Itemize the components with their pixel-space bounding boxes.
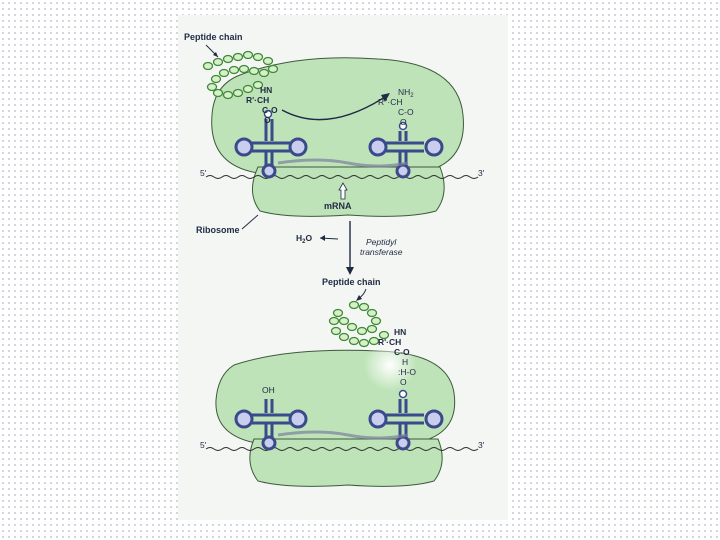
ribosome-pointer: [241, 214, 259, 230]
peptide-chain-bottom: [328, 300, 390, 348]
trna-3prime-end: [263, 109, 273, 119]
chem-oh-bottom: OH: [262, 385, 275, 395]
five-prime-label-bottom: 5': [200, 440, 207, 450]
enzyme-label-line1: Peptidyl: [366, 237, 397, 247]
five-prime-label: 5': [200, 168, 207, 178]
mrna-up-arrow: [338, 182, 348, 200]
three-prime-label: 3': [478, 168, 485, 178]
chem-h-bottom: H: [402, 357, 408, 367]
nucleophilic-attack-arrow: [281, 94, 389, 121]
trna-peptidyl-top: [234, 119, 308, 179]
diagram-frame: Peptide chain HN R'·CH C-O O NH2 R''·CH …: [178, 15, 508, 520]
ribosome-large-subunit-top: [211, 57, 464, 174]
chem-hn-bottom: HN: [394, 327, 406, 337]
mrna-strand-top: [205, 175, 479, 179]
ribosome-large-subunit-bottom: [215, 349, 456, 444]
chem-hoh-bottom: :H-O: [398, 367, 416, 377]
codon-pairing-bottom: [277, 430, 409, 440]
peptide-chain-top: [202, 50, 279, 100]
trna-aminoacyl-top: [368, 131, 444, 179]
chem-rch2: R''·CH: [378, 97, 403, 107]
mrna-strand-bottom: [205, 447, 479, 451]
chem-co2: C-O: [398, 107, 414, 117]
trna-deacylated-bottom: [234, 399, 308, 451]
peptidyl-transfer-diagram: Peptide chain HN R'·CH C-O O NH2 R''·CH …: [184, 32, 485, 487]
chem-hn: HN: [260, 85, 272, 95]
water-label: H2O: [296, 233, 312, 245]
trna-3prime-end: [398, 389, 408, 399]
chem-co-bottom: C-O: [394, 347, 410, 357]
enzyme-label-line2: transferase: [360, 247, 403, 257]
codon-pairing: [277, 158, 409, 168]
peptide-chain-label: Peptide chain: [184, 32, 243, 42]
chem-o-bottom: O: [400, 377, 407, 387]
three-prime-label-bottom: 3': [478, 440, 485, 450]
chem-rch-bottom: R'·CH: [378, 337, 401, 347]
chem-co: C-O: [262, 105, 278, 115]
chem-nh2: NH2: [398, 87, 414, 99]
chem-o2: O: [400, 117, 407, 127]
trna-3prime-end: [398, 121, 408, 131]
ribosome-small-subunit-bottom: [249, 438, 443, 487]
ribosome-small-subunit-top: [252, 166, 445, 217]
peptide-chain-label-bottom: Peptide chain: [322, 277, 381, 287]
chem-rch: R'·CH: [246, 95, 269, 105]
chem-o: O: [264, 115, 271, 125]
mrna-label: mRNA: [324, 201, 352, 211]
ribosome-label: Ribosome: [196, 225, 240, 235]
reaction-highlight: [364, 339, 416, 391]
